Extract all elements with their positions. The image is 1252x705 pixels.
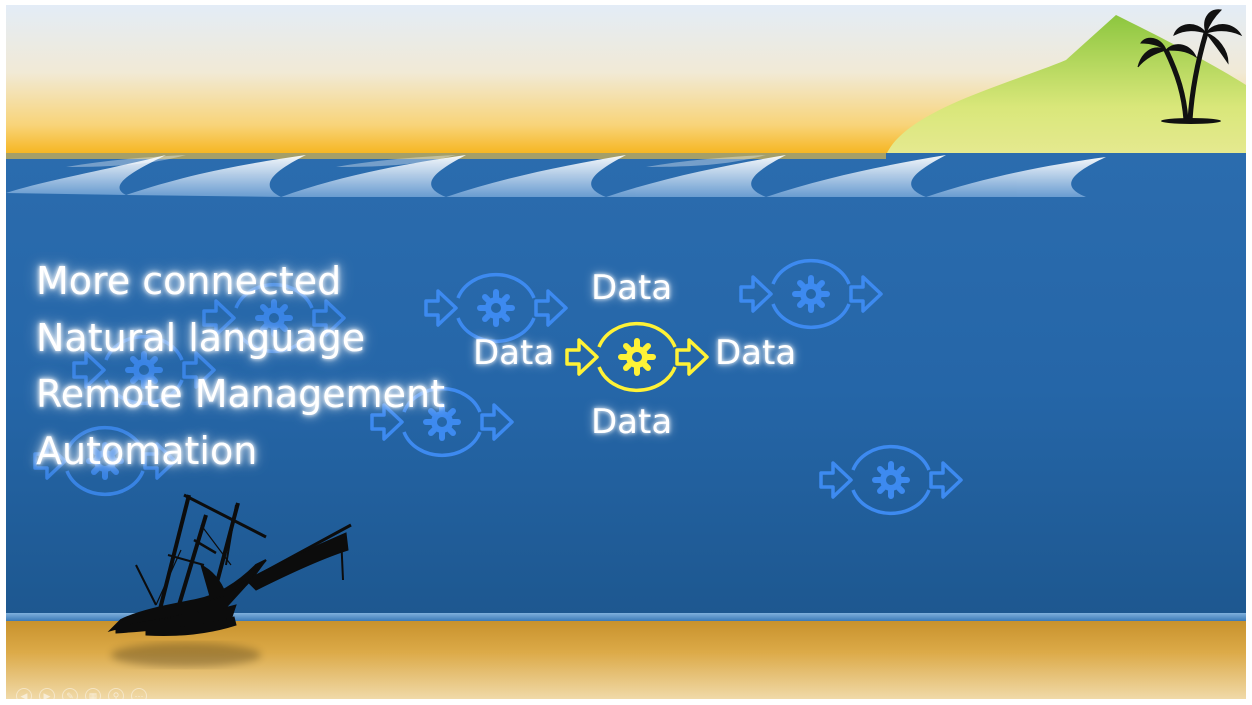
bullet-automation: Automation [36, 429, 258, 473]
zoom-icon[interactable]: ⚲ [108, 688, 124, 699]
next-icon[interactable]: ▶ [39, 688, 55, 699]
presentation-slide: More connected Natural language Remote M… [6, 5, 1246, 699]
bullet-remote-management: Remote Management [36, 372, 446, 416]
data-label-right: Data [715, 333, 797, 373]
bullet-more-connected: More connected [36, 259, 342, 303]
slideshow-controls: ◀ ▶ ✎ ▦ ⚲ ⋯ [16, 688, 147, 699]
pen-icon[interactable]: ✎ [62, 688, 78, 699]
data-label-top: Data [591, 268, 673, 308]
more-icon[interactable]: ⋯ [131, 688, 147, 699]
grid-icon[interactable]: ▦ [85, 688, 101, 699]
bullet-natural-language: Natural language [36, 316, 366, 360]
waves [6, 155, 1106, 197]
ocean-scene [6, 5, 1246, 699]
data-label-left: Data [473, 333, 555, 373]
palm-tree-icon [1137, 9, 1243, 124]
shipwreck-icon [107, 493, 352, 667]
previous-icon[interactable]: ◀ [16, 688, 32, 699]
data-label-bottom: Data [591, 402, 673, 442]
